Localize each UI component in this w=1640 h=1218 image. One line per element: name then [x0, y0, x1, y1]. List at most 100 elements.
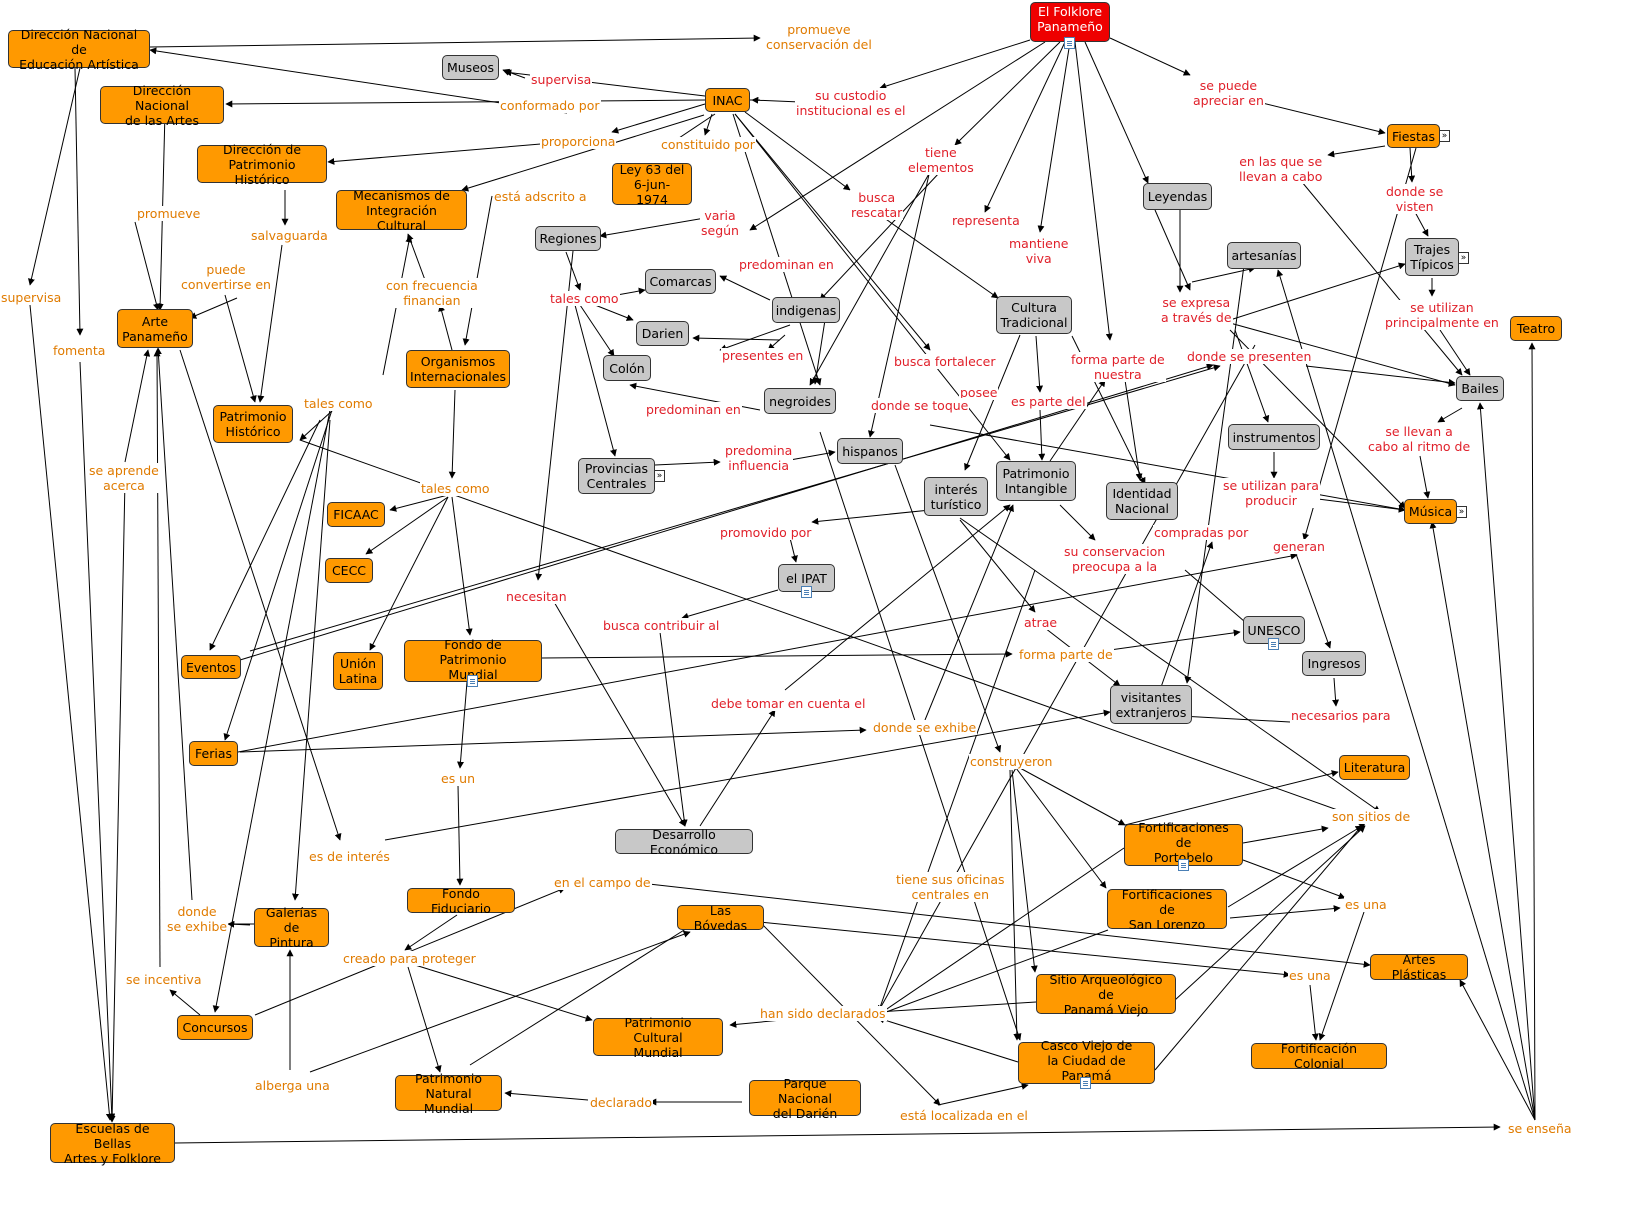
- link-label: tiene elementos: [907, 145, 975, 175]
- node-sitio-panama-viejo[interactable]: Sitio Arqueológico de Panamá Viejo: [1036, 972, 1176, 1017]
- node-cecc[interactable]: CECC: [325, 558, 373, 583]
- node-bailes[interactable]: Bailes: [1456, 376, 1504, 401]
- link-line: [654, 458, 721, 466]
- node-hispanos[interactable]: hispanos: [837, 438, 903, 464]
- link-line: [389, 494, 449, 512]
- node-fiestas[interactable]: Fiestas: [1387, 124, 1440, 148]
- link-line: [149, 34, 761, 48]
- node-indigenas[interactable]: indigenas: [772, 297, 840, 323]
- node-comarcas[interactable]: Comarcas: [645, 269, 716, 294]
- link-label: posee: [959, 385, 999, 400]
- link-label: se incentiva: [125, 972, 203, 987]
- node-visitantes-extranjeros[interactable]: visitantes extranjeros: [1110, 685, 1192, 724]
- node-regiones[interactable]: Regiones: [535, 226, 601, 251]
- link-line: [611, 103, 706, 134]
- link-line: [599, 217, 706, 239]
- node-organismos-internacionales[interactable]: Organismos Internacionales: [406, 350, 510, 388]
- node-parque-nacional-darien[interactable]: Parque Nacional del Darién: [749, 1076, 861, 1121]
- link-label: busca rescatar: [850, 190, 904, 220]
- node-museos[interactable]: Museos: [442, 55, 499, 80]
- node-teatro[interactable]: Teatro: [1510, 316, 1562, 341]
- link-label: su conservacion preocupa a la: [1063, 544, 1167, 574]
- node-fortificaciones-portobelo[interactable]: Fortificaciones de Portobelo: [1124, 820, 1243, 866]
- more-icon[interactable]: »: [1456, 506, 1467, 518]
- document-icon[interactable]: [1080, 1077, 1091, 1089]
- link-label: se llevan a cabo al ritmo de: [1367, 424, 1472, 454]
- node-darien[interactable]: Darien: [636, 321, 689, 346]
- node-patrimonio-cultural-mundial[interactable]: Patrimonio Cultural Mundial: [593, 1015, 723, 1060]
- document-icon[interactable]: [1178, 859, 1189, 871]
- link-line: [1229, 905, 1341, 919]
- node-artesanias[interactable]: artesanías: [1227, 242, 1301, 269]
- node-ficaac[interactable]: FICAAC: [327, 502, 385, 527]
- node-fortificacion-colonial[interactable]: Fortificación Colonial: [1251, 1041, 1387, 1071]
- link-line: [237, 552, 1298, 753]
- link-line: [924, 504, 1014, 721]
- node-fondo-fiduciario[interactable]: Fondo Fiduciario: [407, 886, 515, 916]
- link-line: [365, 496, 449, 555]
- node-mic[interactable]: Mecanismos de Integración Cultural: [336, 188, 467, 233]
- link-line: [291, 419, 331, 901]
- document-icon[interactable]: [1064, 37, 1075, 49]
- node-escuelas-bellas-artes[interactable]: Escuelas de Bellas Artes y Folklore: [50, 1121, 175, 1166]
- link-line: [74, 67, 84, 336]
- link-line: [1159, 541, 1214, 691]
- link-line: [457, 681, 468, 769]
- node-eventos[interactable]: Eventos: [181, 655, 241, 679]
- node-dph[interactable]: Dirección de Patrimonio Histórico: [197, 142, 327, 187]
- node-inac[interactable]: INAC: [705, 88, 750, 112]
- node-dna[interactable]: Dirección Nacional de las Artes: [100, 83, 224, 128]
- node-identidad-nacional[interactable]: Identidad Nacional: [1106, 482, 1178, 520]
- node-unesco[interactable]: UNESCO: [1243, 616, 1305, 644]
- more-icon[interactable]: »: [654, 470, 665, 482]
- node-artes-plasticas[interactable]: Artes Plásticas: [1370, 952, 1468, 982]
- node-las-bovedas[interactable]: Las Bóvedas: [677, 903, 764, 933]
- node-dnea[interactable]: Dirección Nacional de Educación Artístic…: [8, 27, 150, 72]
- node-provincias[interactable]: Provincias Centrales: [578, 458, 655, 494]
- node-arte-panameno[interactable]: Arte Panameño: [117, 309, 193, 348]
- link-line: [659, 631, 688, 827]
- link-line: [954, 41, 1061, 146]
- link-line: [894, 464, 1002, 753]
- node-patrimonio-historico[interactable]: Patrimonio Histórico: [213, 405, 293, 443]
- node-ferias[interactable]: Ferias: [189, 741, 238, 766]
- link-label: está adscrito a: [493, 189, 588, 204]
- more-icon[interactable]: »: [1458, 252, 1469, 264]
- node-fortificaciones-san-lorenzo[interactable]: Fortificaciones de San Lorenzo: [1107, 887, 1227, 932]
- node-ley63[interactable]: Ley 63 del 6-jun-1974: [612, 162, 692, 207]
- link-line: [699, 709, 776, 827]
- link-line: [1019, 767, 1126, 826]
- link-line: [1084, 41, 1149, 184]
- node-el-folklore[interactable]: El Folklore Panameño: [1030, 2, 1110, 42]
- link-line: [1124, 379, 1143, 481]
- node-literatura[interactable]: Literatura: [1339, 755, 1410, 780]
- node-desarrollo-economico[interactable]: Desarrollo Económico: [615, 827, 753, 857]
- more-icon[interactable]: »: [1439, 130, 1450, 142]
- document-icon[interactable]: [467, 675, 478, 687]
- link-line: [1528, 342, 1536, 1121]
- node-interes-turistico[interactable]: interés turístico: [924, 477, 988, 516]
- node-concursos[interactable]: Concursos: [177, 1015, 253, 1040]
- link-label: proporciona: [540, 134, 617, 149]
- node-instrumentos[interactable]: instrumentos: [1228, 424, 1320, 450]
- node-cultura-tradicional[interactable]: Cultura Tradicional: [996, 296, 1072, 334]
- document-icon[interactable]: [801, 586, 812, 598]
- node-patrimonio-natural-mundial[interactable]: Patrimonio Natural Mundial: [395, 1071, 502, 1116]
- link-line: [1332, 677, 1340, 707]
- link-line: [461, 114, 705, 192]
- link-line: [959, 519, 1036, 613]
- node-colon[interactable]: Colón: [603, 355, 651, 381]
- link-line: [299, 409, 334, 441]
- node-musica[interactable]: Música: [1404, 499, 1457, 524]
- node-ingresos[interactable]: Ingresos: [1302, 651, 1366, 676]
- link-line: [767, 334, 786, 351]
- node-fondo-patrimonio-mundial[interactable]: Fondo de Patrimonio Mundial: [404, 637, 542, 682]
- node-negroides[interactable]: negroides: [764, 388, 836, 414]
- node-patrimonio-intangible[interactable]: Patrimonio Intangible: [996, 461, 1076, 501]
- node-union-latina[interactable]: Unión Latina: [333, 652, 383, 690]
- node-leyendas[interactable]: Leyendas: [1143, 183, 1212, 210]
- node-trajes[interactable]: Trajes Típicos: [1405, 238, 1459, 276]
- link-label: debe tomar en cuenta el: [710, 696, 867, 711]
- node-galerias-pintura[interactable]: Galerías de Pintura: [254, 905, 329, 950]
- document-icon[interactable]: [1268, 638, 1279, 650]
